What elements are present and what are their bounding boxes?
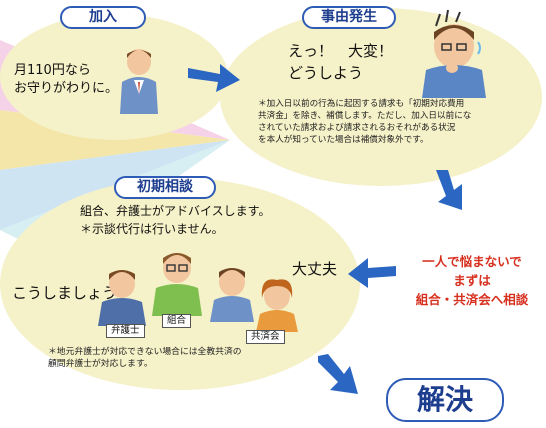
- step2-exclaim: えっ！ 大変！ どうしよう: [288, 42, 394, 82]
- step3-label: 初期相談: [114, 176, 216, 199]
- businessman-bowing-icon: [120, 49, 158, 114]
- worried-man-icon: [422, 9, 486, 98]
- consult-callout: 一人で悩まないで まずは 組合・共済会へ相談: [415, 254, 529, 307]
- member-icon: [210, 268, 254, 322]
- step3-advice: 組合、弁護士がアドバイスします。 ＊示談代行は行いません。: [80, 204, 271, 236]
- arrow-right-1-icon: [188, 64, 240, 92]
- step2-label: 事由発生: [302, 6, 396, 29]
- tag-mutual-aid: 共済会: [246, 330, 285, 344]
- union-staff-icon: [152, 253, 202, 316]
- speech-left: こうしましょう: [12, 284, 118, 302]
- result-label: 解決: [386, 378, 504, 422]
- lawyer-icon: [98, 270, 146, 326]
- arrow-down-icon: [436, 170, 462, 210]
- arrow-left-icon: [348, 258, 396, 288]
- step3-bubble: [0, 178, 360, 390]
- step2-bubble: [220, 8, 542, 186]
- mutual-aid-staff-icon: [256, 279, 298, 332]
- step3-note: ＊地元弁護士が対応できない場合には全教共済の 顧問弁護士が対応します。: [48, 347, 242, 369]
- step2-note: ＊加入日以前の行為に起因する請求も「初期対応費用 共済金」を除き、補償します。た…: [258, 99, 472, 145]
- tag-lawyer: 弁護士: [106, 324, 145, 338]
- step1-text: 月110円なら お守りがわりに。: [14, 63, 119, 96]
- speech-right: 大丈夫: [292, 260, 338, 278]
- step1-label: 加入: [60, 6, 146, 29]
- arrow-down-right-icon: [318, 354, 358, 394]
- tag-union: 組合: [162, 314, 192, 328]
